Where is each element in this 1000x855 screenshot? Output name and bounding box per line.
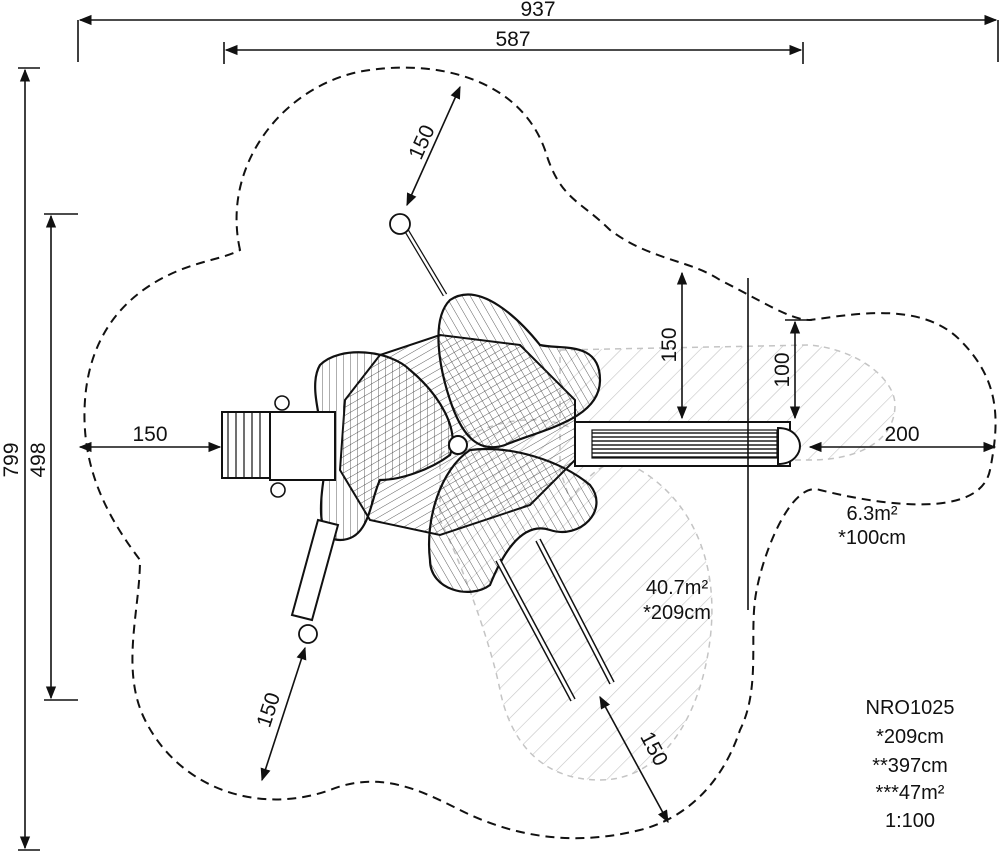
safety-zone-boundary <box>83 66 997 840</box>
info-area: ***47m² <box>876 782 945 804</box>
info-code: NRO1025 <box>866 697 955 719</box>
dim-inner-height: 498 <box>27 442 50 477</box>
ladder-knob <box>298 624 318 644</box>
dim-right-clearance: 200 <box>884 423 919 446</box>
top-pole-knob <box>389 213 411 235</box>
dim-total-height: 799 <box>0 442 23 477</box>
dim-inner-width: 587 <box>495 28 530 51</box>
climbing-ladder <box>290 518 340 622</box>
dim-slide-clearance-b: 100 <box>771 352 794 387</box>
dimension-lines <box>18 14 999 851</box>
info-scale: 1:100 <box>885 810 935 832</box>
zone-large-height: *209cm <box>643 602 711 624</box>
zone-large-area: 40.7m² <box>646 577 709 599</box>
info-height: *209cm <box>876 726 944 748</box>
handle-post-bottom <box>270 482 286 498</box>
roof-petal-top <box>437 293 602 449</box>
dim-left-clearance: 150 <box>132 423 167 446</box>
zone-small-height: *100cm <box>838 527 906 549</box>
dim-slide-clearance-a: 150 <box>658 327 681 362</box>
dim-top-clearance: 150 <box>404 122 439 163</box>
roof-petal-right <box>428 448 598 593</box>
dim-total-width: 937 <box>520 0 555 21</box>
step-lines <box>227 412 261 478</box>
slide-bed <box>591 429 778 459</box>
roof-center-post <box>448 435 468 455</box>
slide-exit <box>777 426 802 466</box>
step-block <box>221 411 271 479</box>
info-length: **397cm <box>872 755 948 777</box>
handle-post-top <box>274 395 290 411</box>
zone-small-area: 6.3m² <box>846 503 897 525</box>
entry-deck <box>269 411 336 481</box>
